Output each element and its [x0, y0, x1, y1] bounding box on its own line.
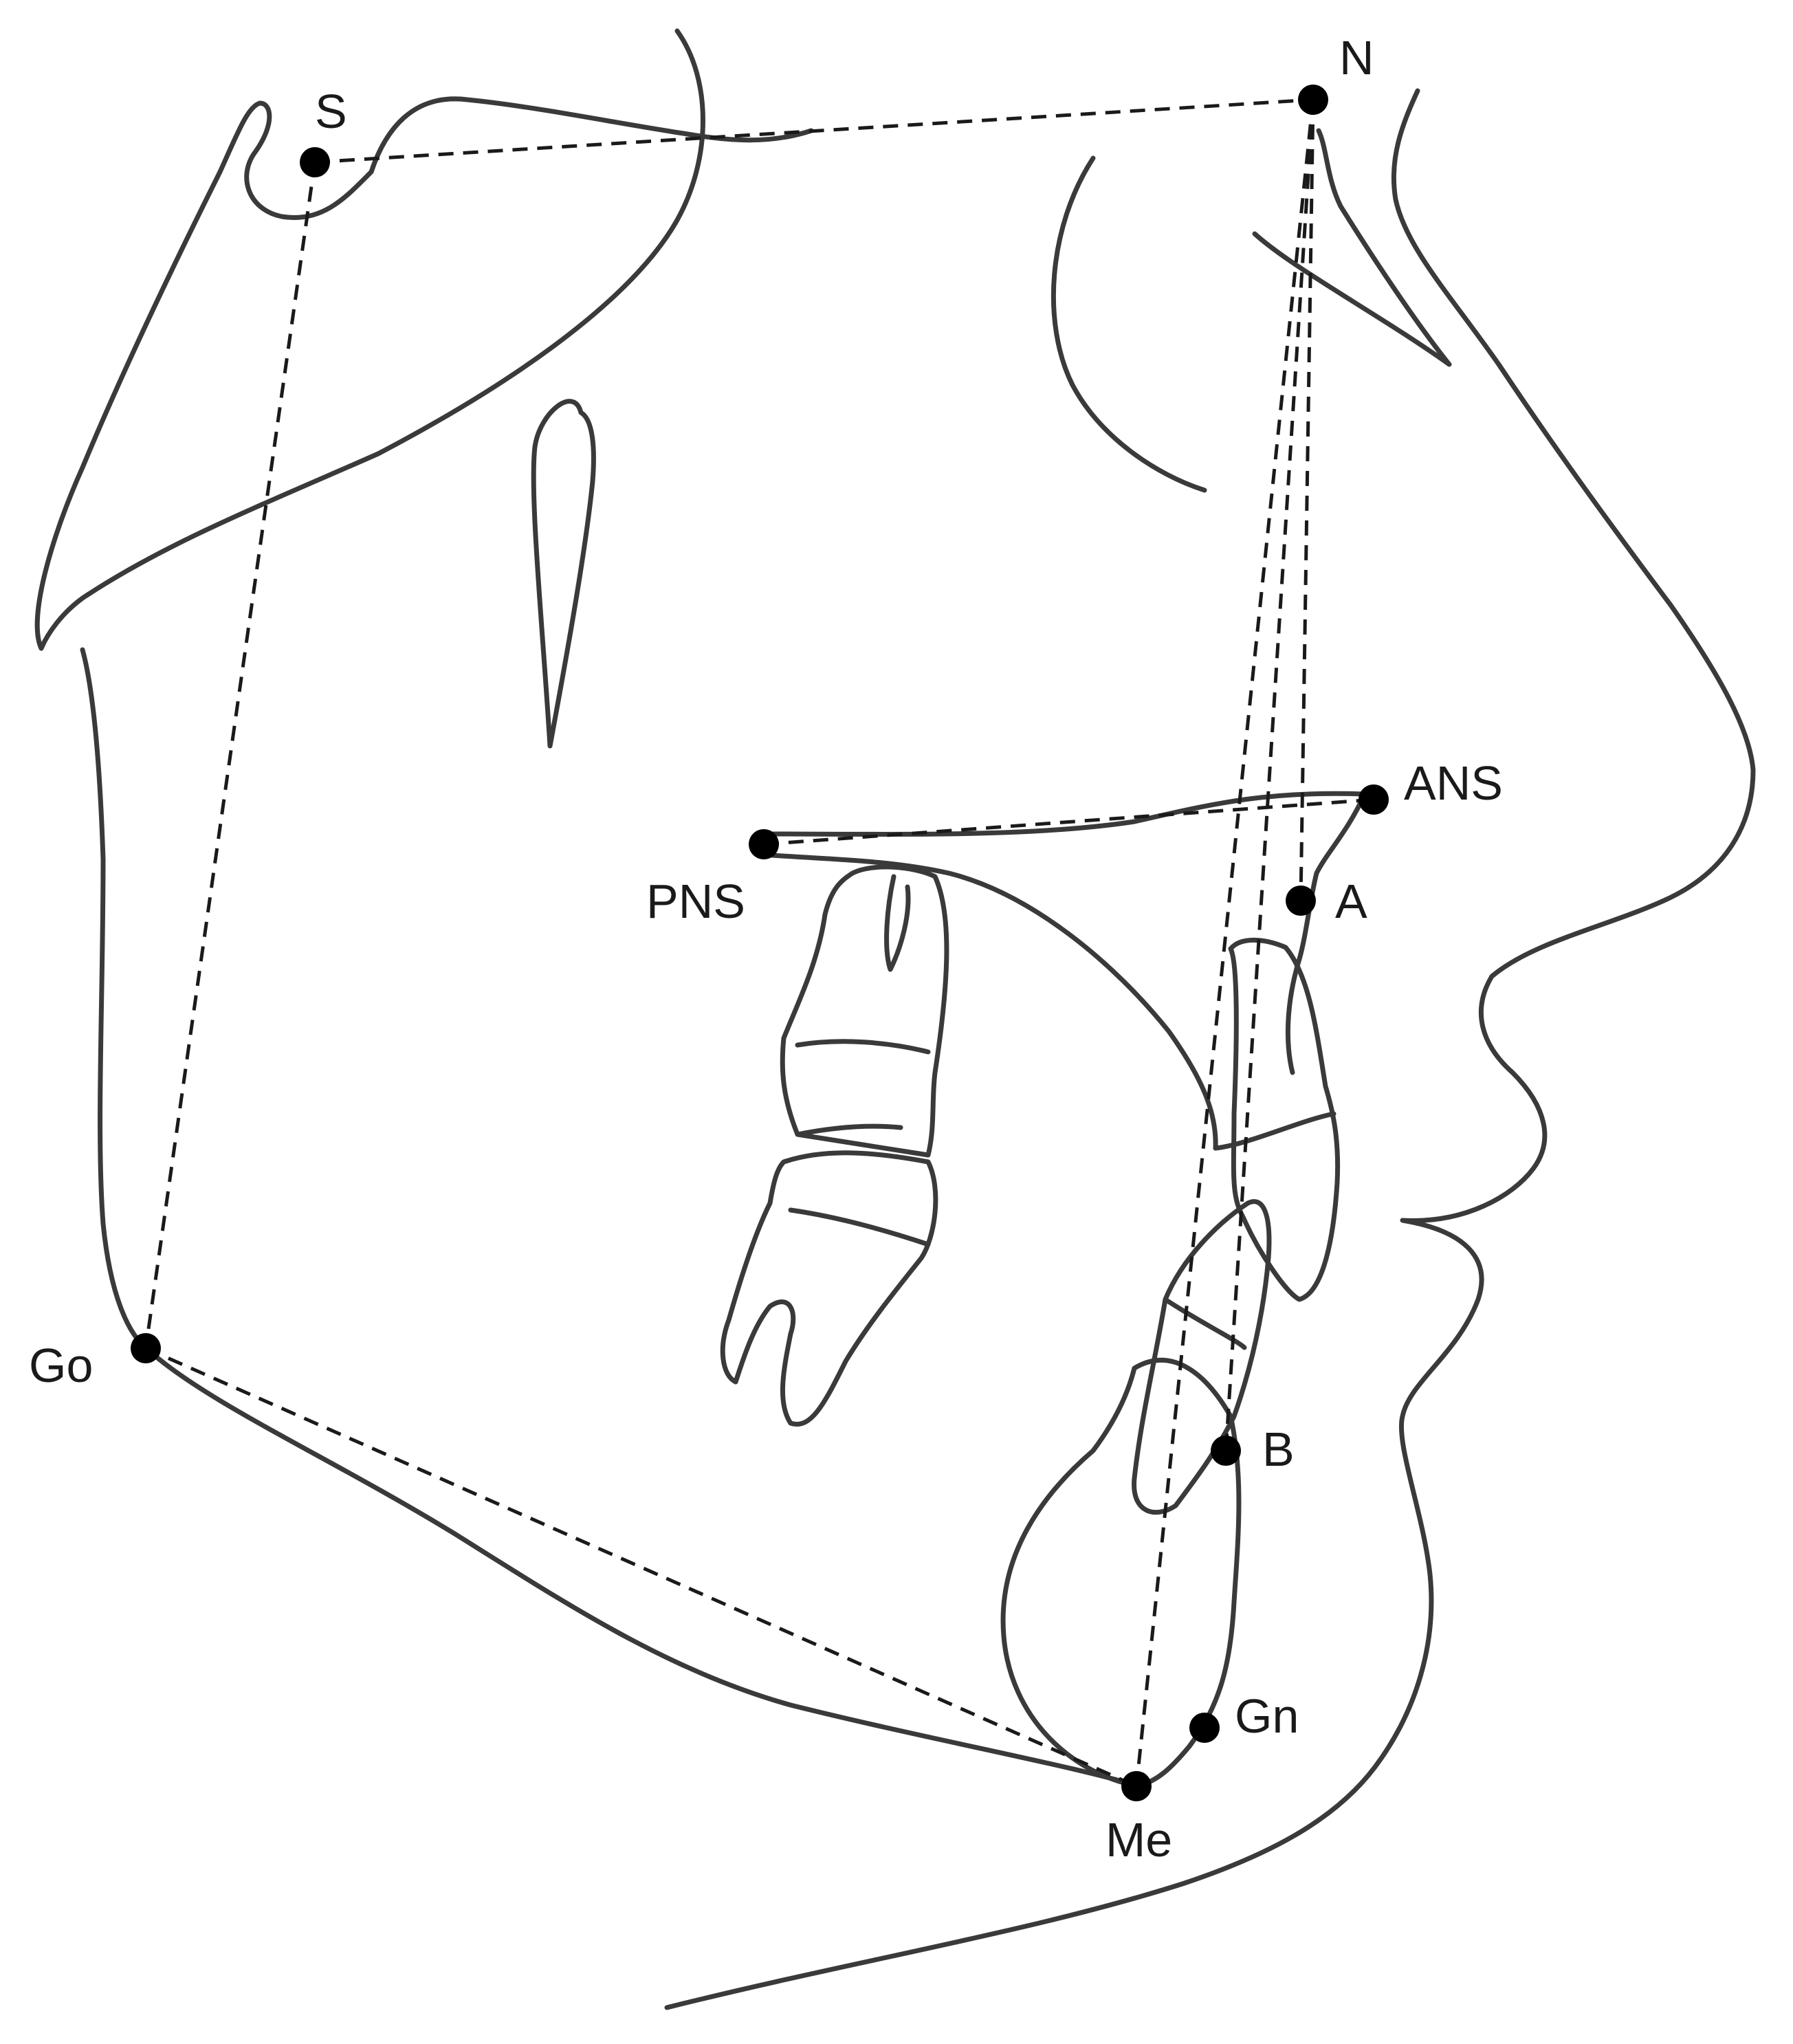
landmark-label-N: N	[1339, 31, 1374, 85]
landmark-dot-B	[1211, 1436, 1241, 1466]
lower-molar	[720, 1150, 938, 1427]
reference-line-S-Go	[144, 162, 317, 1349]
landmark-dot-Gn	[1189, 1713, 1220, 1743]
lower-incisor	[1132, 1199, 1272, 1515]
landmark-label-PNS: PNS	[646, 875, 745, 928]
landmark-dot-A	[1286, 886, 1316, 916]
cranial-fossa-outline	[38, 28, 705, 651]
landmark-dot-S	[300, 147, 330, 177]
palate-lower-outline	[760, 852, 1218, 1151]
landmark-label-B: B	[1262, 1422, 1295, 1476]
nasal-bone	[1252, 128, 1452, 367]
reference-line-Go-Me	[144, 1346, 1138, 1788]
reference-line-N-A	[1299, 99, 1315, 901]
upper-incisor	[1213, 937, 1341, 1302]
reference-line-PNS-ANS	[763, 798, 1374, 846]
landmark-label-S: S	[315, 85, 347, 138]
landmark-label-A: A	[1335, 875, 1367, 928]
soft-tissue-profile	[664, 88, 1756, 2010]
upper-molar	[780, 864, 949, 1158]
palate-outline	[760, 791, 1367, 1075]
symphysis-outline	[1000, 1357, 1242, 1789]
anatomical-outlines	[34, 28, 1756, 2010]
landmark-dot-Go	[131, 1333, 161, 1363]
orbit-outline	[1050, 155, 1207, 493]
landmark-dot-PNS	[749, 829, 779, 859]
reference-line-N-B	[1224, 99, 1315, 1451]
mandible-outline	[80, 647, 1141, 1789]
reference-line-S-N	[314, 98, 1314, 164]
landmark-label-Me: Me	[1106, 1813, 1172, 1867]
landmark-label-Go: Go	[29, 1339, 93, 1392]
reference-line-N-Me	[1134, 99, 1315, 1787]
landmark-dot-Me	[1121, 1771, 1152, 1801]
landmark-label-ANS: ANS	[1404, 756, 1503, 810]
cranial-base-outline	[34, 96, 814, 651]
landmark-dot-ANS	[1358, 784, 1389, 815]
pterygomaxillary-fissure	[531, 399, 596, 749]
landmarks: S N ANS PNS A B Go Gn Me	[29, 31, 1503, 1867]
landmark-dot-N	[1298, 85, 1328, 115]
reference-lines	[144, 98, 1374, 1788]
landmark-label-Gn: Gn	[1235, 1689, 1299, 1743]
